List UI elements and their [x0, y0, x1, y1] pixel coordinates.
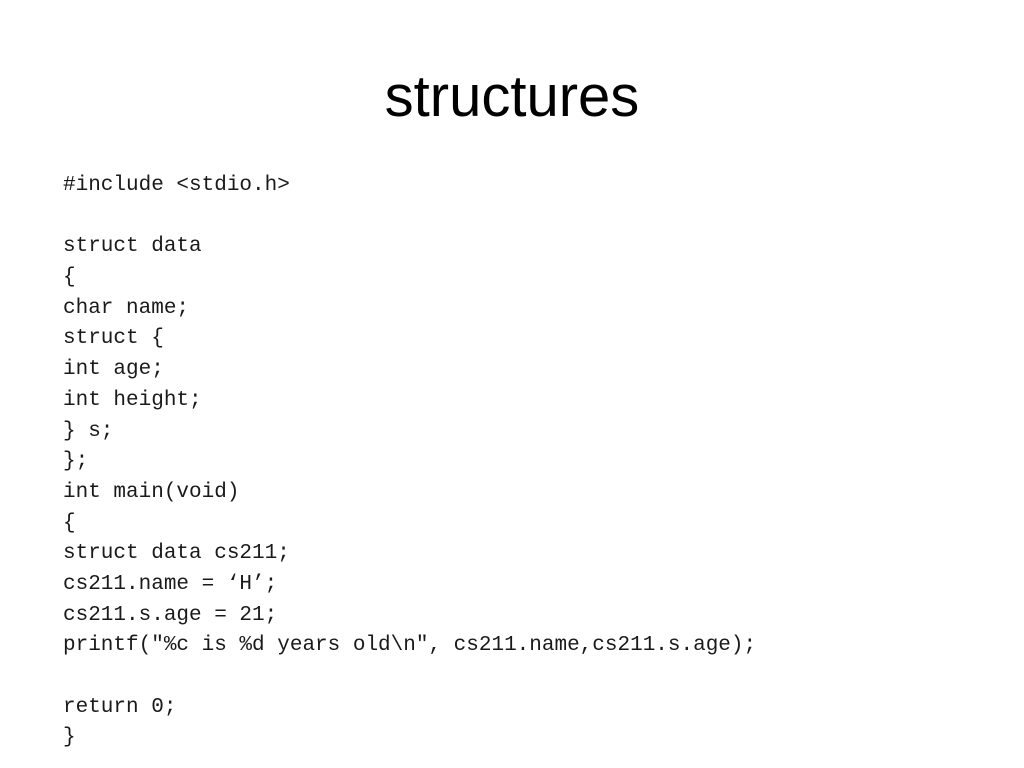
code-line: char name; — [63, 296, 190, 320]
code-line: } — [63, 726, 76, 750]
code-line — [63, 662, 756, 693]
code-line: { — [63, 266, 76, 290]
code-line: return 0; — [63, 695, 177, 719]
code-line: int main(void) — [63, 480, 240, 504]
code-line: struct { — [63, 327, 164, 351]
code-line: struct data cs211; — [63, 542, 290, 566]
code-line: struct data — [63, 235, 202, 259]
code-line: }; — [63, 450, 89, 474]
code-block: #include <stdio.h> struct data { char na… — [63, 171, 756, 754]
code-line — [63, 202, 756, 233]
code-line: cs211.name = ‘H’; — [63, 572, 278, 596]
code-line: cs211.s.age = 21; — [63, 603, 278, 627]
code-line: int height; — [63, 388, 202, 412]
code-line: printf("%c is %d years old\n", cs211.nam… — [63, 634, 757, 658]
code-line: #include <stdio.h> — [63, 174, 290, 197]
code-line: int age; — [63, 358, 164, 382]
code-line: } s; — [63, 419, 114, 443]
code-line: { — [63, 511, 76, 535]
slide-title: structures — [384, 64, 640, 129]
